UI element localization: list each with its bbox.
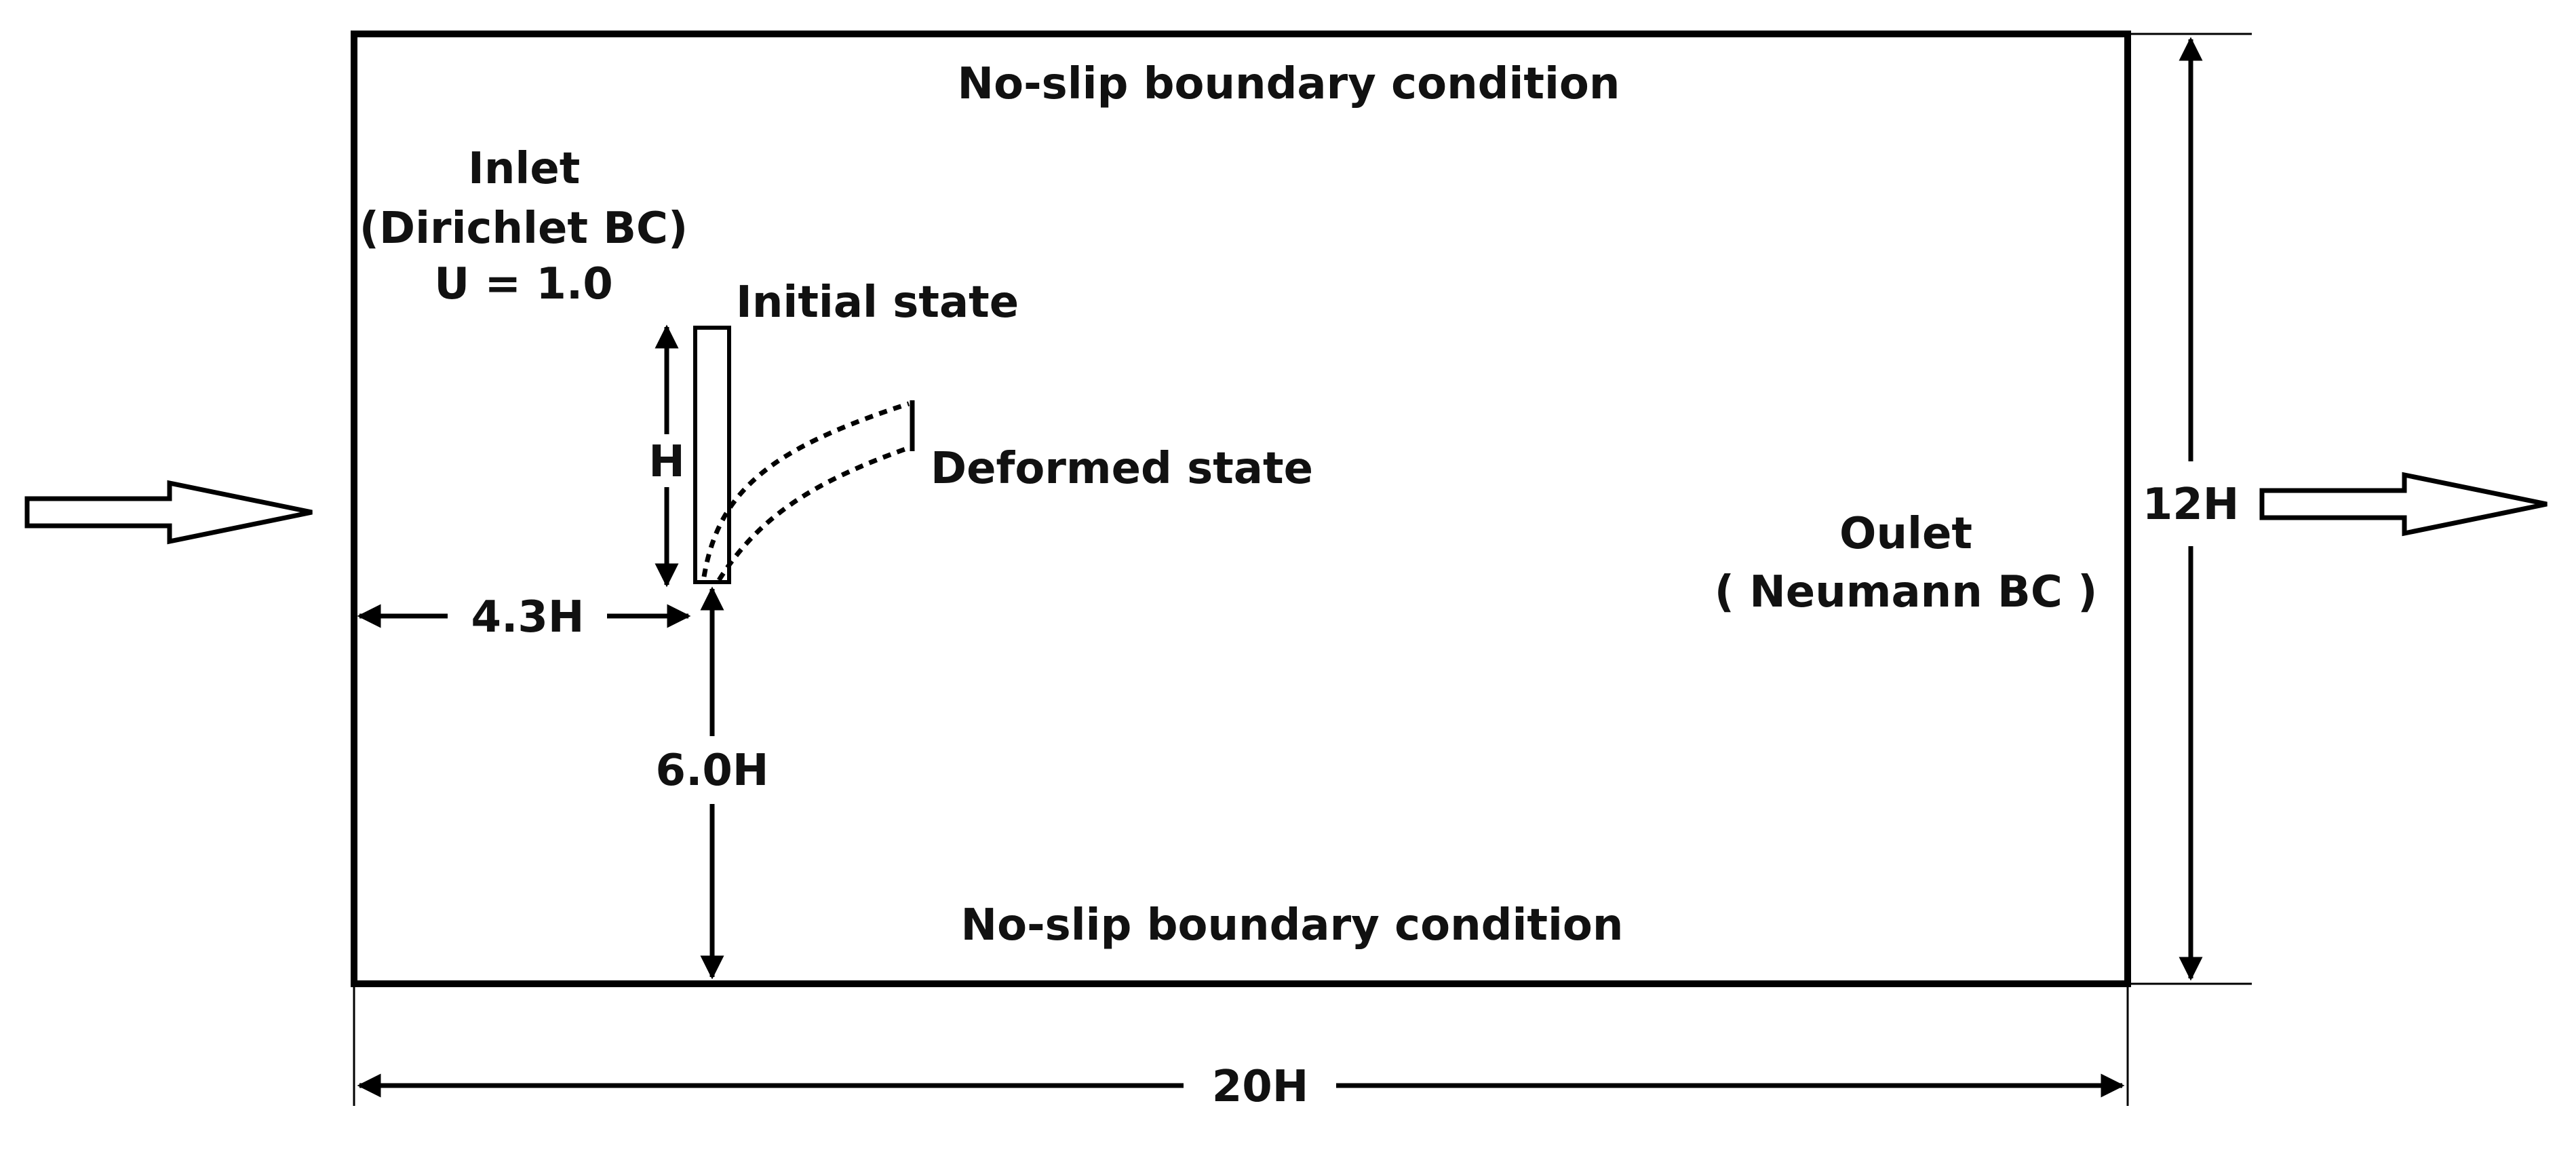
inlet-velocity-label: U = 1.0 xyxy=(434,259,613,309)
plate-deformed-state xyxy=(701,401,910,581)
inlet-title: Inlet xyxy=(468,144,580,194)
domain-length-label: 20H xyxy=(1212,1062,1309,1112)
bottom-offset-label: 6.0H xyxy=(656,746,769,796)
outlet-title: Oulet xyxy=(1839,509,1972,559)
plate-height-label: H xyxy=(648,437,685,487)
plate-initial-state xyxy=(693,326,731,584)
inlet-flow-arrow xyxy=(24,480,313,545)
outlet-bc-label: ( Neumann BC ) xyxy=(1715,567,2098,617)
top-wall-label: No-slip boundary condition xyxy=(958,59,1620,109)
inlet-offset-label: 4.3H xyxy=(471,592,585,643)
deformed-state-label: Deformed state xyxy=(931,444,1313,494)
inlet-bc-label: (Dirichlet BC) xyxy=(359,204,688,254)
domain-boundary xyxy=(351,31,2131,987)
outlet-flow-arrow xyxy=(2259,472,2548,537)
initial-state-label: Initial state xyxy=(736,277,1019,328)
bottom-wall-label: No-slip boundary condition xyxy=(961,900,1624,951)
domain-height-label: 12H xyxy=(2143,480,2240,530)
